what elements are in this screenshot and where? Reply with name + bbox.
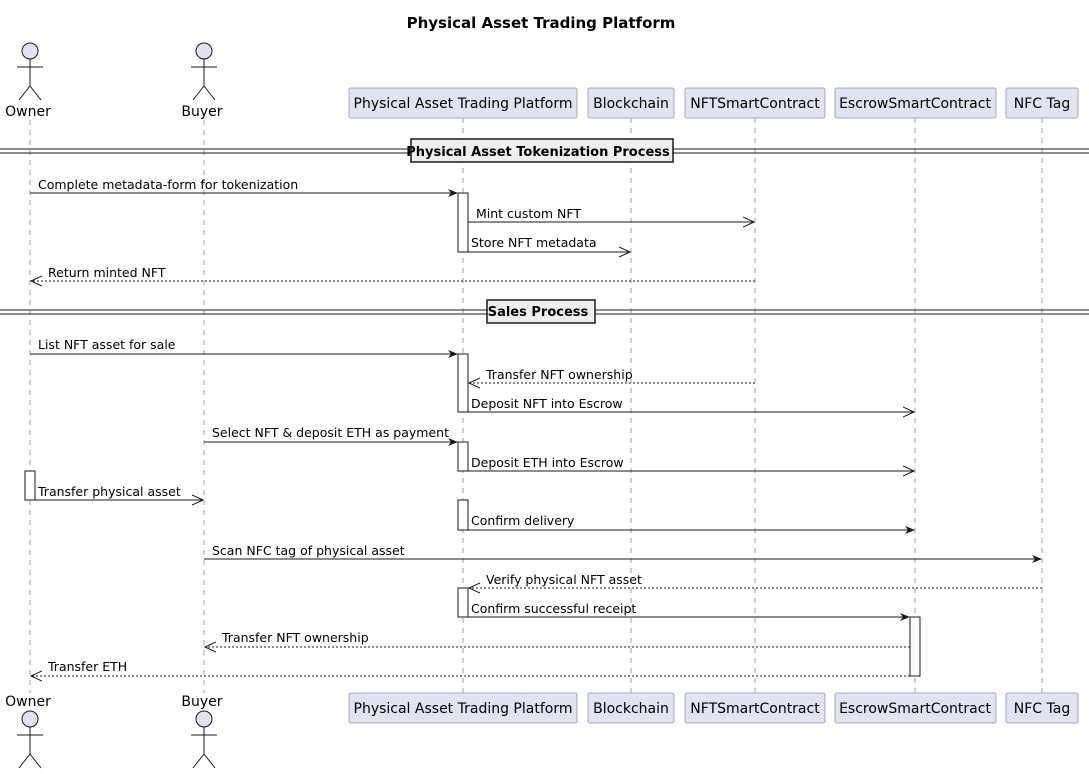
divider-label-tokenization: Physical Asset Tokenization Process [406, 145, 670, 160]
divider-tokenization: Physical Asset Tokenization Process [0, 138, 1089, 163]
actor-owner-top: Owner [5, 42, 51, 120]
message-label: Return minted NFT [48, 265, 166, 280]
message-3: Return minted NFT [31, 265, 755, 281]
message-label: Mint custom NFT [476, 206, 581, 221]
message-5: Transfer NFT ownership [469, 367, 755, 383]
message-7: Select NFT & deposit ETH as payment [204, 425, 458, 446]
participant-label-nft: NFTSmartContract [690, 96, 820, 112]
message-label: Deposit NFT into Escrow [471, 396, 623, 411]
message-label: Transfer physical asset [37, 484, 181, 499]
message-9: Transfer physical asset [35, 484, 203, 500]
actor-buyer-bottom: Buyer [181, 694, 223, 769]
participant-nfc-bottom: NFC Tag [1005, 692, 1079, 724]
actor-label-owner: Owner [5, 104, 51, 120]
diagram-title: Physical Asset Trading Platform [407, 14, 676, 32]
message-label: Scan NFC tag of physical asset [212, 543, 405, 558]
participant-label-blockchain: Blockchain [593, 96, 669, 112]
message-label: Confirm successful receipt [471, 601, 636, 616]
participant-nft-top: NFTSmartContract [684, 87, 826, 119]
message-8: Deposit ETH into Escrow [468, 455, 914, 471]
activation-platform-3 [457, 441, 469, 472]
participant-label-platform: Physical Asset Trading Platform [354, 701, 573, 717]
participant-label-escrow: EscrowSmartContract [839, 96, 991, 112]
participant-label-nfc: NFC Tag [1014, 701, 1070, 717]
participant-blockchain-bottom: Blockchain [587, 692, 675, 724]
divider-label-sales: Sales Process [488, 305, 589, 320]
activation-platform-4 [457, 499, 469, 531]
participant-label-escrow: EscrowSmartContract [839, 701, 991, 717]
actor-label-owner: Owner [5, 694, 51, 710]
activation-platform-2 [457, 353, 469, 413]
message-13: Confirm successful receipt [468, 601, 910, 621]
message-6: Deposit NFT into Escrow [468, 396, 914, 412]
actor-label-buyer: Buyer [181, 694, 222, 710]
message-1: Mint custom NFT [468, 206, 754, 222]
message-11: Scan NFC tag of physical asset [204, 543, 1042, 563]
message-15: Transfer ETH [31, 659, 910, 676]
message-4: List NFT asset for sale [30, 337, 458, 358]
message-label: Store NFT metadata [471, 235, 597, 250]
message-label: Select NFT & deposit ETH as payment [212, 425, 449, 440]
message-10: Confirm delivery [468, 513, 915, 534]
message-label: Transfer NFT ownership [485, 367, 633, 382]
activation-platform-1 [457, 192, 469, 253]
activation-escrow [909, 616, 921, 677]
message-label: List NFT asset for sale [38, 337, 176, 352]
participant-label-nft: NFTSmartContract [690, 701, 820, 717]
participant-escrow-bottom: EscrowSmartContract [834, 692, 997, 724]
actor-owner-bottom: Owner [5, 694, 51, 769]
participant-label-platform: Physical Asset Trading Platform [354, 96, 573, 112]
message-label: Verify physical NFT asset [486, 572, 642, 587]
divider-sales: Sales Process [0, 299, 1089, 324]
participant-platform-bottom: Physical Asset Trading Platform [348, 692, 578, 724]
participant-label-blockchain: Blockchain [593, 701, 669, 717]
activations [24, 192, 921, 677]
actor-label-buyer: Buyer [181, 104, 222, 120]
message-0: Complete metadata-form for tokenization [30, 177, 458, 197]
participant-platform-top: Physical Asset Trading Platform [348, 87, 578, 119]
message-14: Transfer NFT ownership [205, 630, 910, 647]
message-label: Deposit ETH into Escrow [471, 455, 624, 470]
message-label: Transfer ETH [47, 659, 127, 674]
participant-escrow-top: EscrowSmartContract [834, 87, 997, 119]
activation-platform-5 [457, 587, 469, 618]
participant-label-nfc: NFC Tag [1014, 96, 1070, 112]
activation-owner [24, 470, 36, 501]
message-12: Verify physical NFT asset [469, 572, 1042, 588]
participant-blockchain-top: Blockchain [587, 87, 675, 119]
participant-nfc-top: NFC Tag [1005, 87, 1079, 119]
message-label: Transfer NFT ownership [221, 630, 369, 645]
message-label: Confirm delivery [471, 513, 575, 528]
participant-nft-bottom: NFTSmartContract [684, 692, 826, 724]
message-2: Store NFT metadata [468, 235, 630, 252]
message-label: Complete metadata-form for tokenization [38, 177, 298, 192]
actor-buyer-top: Buyer [181, 42, 223, 120]
